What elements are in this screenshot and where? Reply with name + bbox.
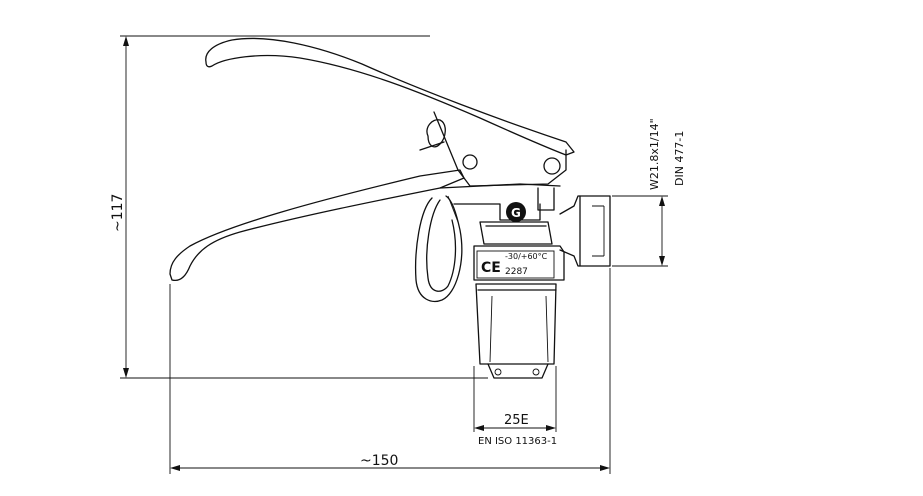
svg-text:G: G <box>511 206 521 220</box>
notified-body-number: 2287 <box>505 267 528 277</box>
connection-standard-label: DIN 477-1 <box>673 131 686 186</box>
lower-lever <box>169 169 561 282</box>
upper-lever <box>205 37 575 187</box>
pivot-pin-left <box>462 154 478 170</box>
label-plate: CE -30/+60°C 2287 <box>476 250 555 279</box>
pivot-pin-right <box>543 157 561 175</box>
connection-thread-label: W21.8x1/14" <box>648 118 661 190</box>
manufacturer-logo: G <box>506 202 526 222</box>
valve-body <box>453 187 611 379</box>
connection-dimension: W21.8x1/14" DIN 477-1 <box>612 118 686 267</box>
thread-standard-label: EN ISO 11363-1 <box>478 436 557 447</box>
thread-dimension-label: 25E <box>504 413 529 428</box>
temperature-range: -30/+60°C <box>505 252 548 261</box>
width-dimension-label: ~150 <box>360 453 398 469</box>
thread-dimension: 25E EN ISO 11363-1 <box>473 366 557 447</box>
width-dimension: ~150 <box>169 268 611 474</box>
height-dimension: ~117 <box>110 35 488 379</box>
safety-pin <box>414 119 463 303</box>
height-dimension-label: ~117 <box>110 194 126 232</box>
ce-mark: CE <box>481 260 501 276</box>
